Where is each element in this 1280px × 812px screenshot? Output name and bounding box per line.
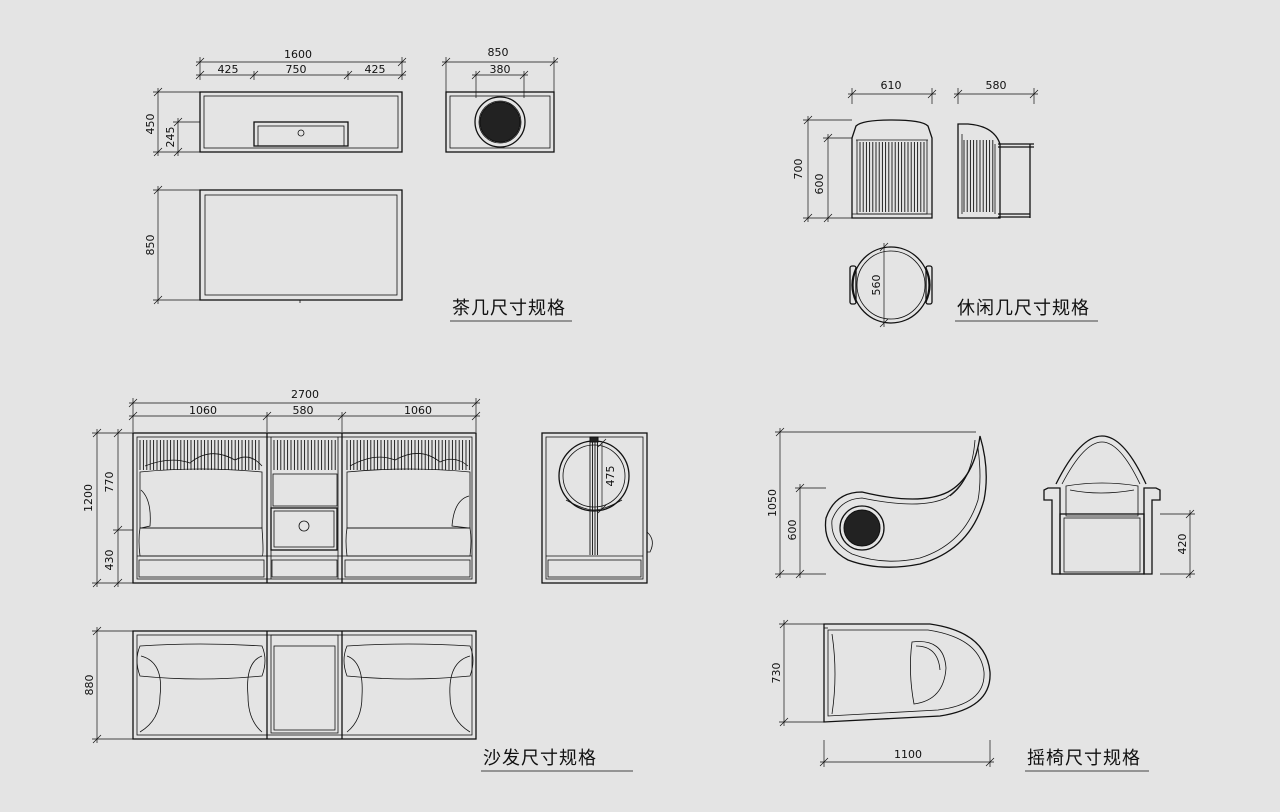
rocking-chair-plan-view <box>823 623 991 723</box>
tea-side-slats <box>479 101 521 143</box>
tea-front-total-label: 1600 <box>284 48 312 61</box>
tea-plan-depth-label: 850 <box>144 235 157 256</box>
tea-table-front-dimensions: 1600 425 750 425 450 245 <box>144 48 407 157</box>
rocking-chair-side-view <box>824 435 987 568</box>
sofa-plan-view <box>132 630 477 740</box>
side-seat-label: 600 <box>813 174 826 195</box>
sofa-group: 475 <box>82 388 653 772</box>
rock-seat-label: 600 <box>786 520 799 541</box>
rocking-chair-group: 1050 600 420 730 1100 摇椅尺寸规格 <box>766 427 1195 772</box>
tea-table-title: 茶几尺寸规格 <box>452 298 566 319</box>
tea-side-circle-label: 380 <box>490 63 511 76</box>
side-table-front-slats <box>859 142 925 212</box>
tea-table-side-view: 850 380 <box>441 46 559 153</box>
sofa-left-label: 1060 <box>189 404 217 417</box>
side-height-label: 700 <box>792 159 805 180</box>
sofa-right-label: 1060 <box>404 404 432 417</box>
sofa-side-slats <box>589 442 598 555</box>
tea-front-right-label: 425 <box>365 63 386 76</box>
side-round-label: 560 <box>870 275 883 296</box>
rock-height-label: 1050 <box>766 489 779 517</box>
rock-plan-depth-label: 730 <box>770 663 783 684</box>
sofa-lower-label: 430 <box>103 550 116 571</box>
side-table-side-slats <box>963 140 994 212</box>
tea-front-height-label: 450 <box>144 114 157 135</box>
side-front-width-label: 610 <box>881 79 902 92</box>
tea-table-plan-view: 850 <box>144 185 403 305</box>
tea-side-width-label: 850 <box>488 46 509 59</box>
sofa-height-label: 1200 <box>82 484 95 512</box>
tea-front-left-label: 425 <box>218 63 239 76</box>
rocking-chair-front-view <box>1043 435 1161 575</box>
rocking-chair-dimensions: 1050 600 420 730 1100 <box>766 427 1195 767</box>
tea-front-mid-label: 750 <box>286 63 307 76</box>
side-table-title: 休闲几尺寸规格 <box>957 298 1090 319</box>
sofa-side-view: 475 <box>541 432 653 584</box>
sofa-dimensions: 2700 1060 580 1060 1200 770 430 880 <box>82 388 481 744</box>
rock-front-seat-label: 420 <box>1176 534 1189 555</box>
side-table-front-view <box>851 119 933 219</box>
tea-table-group: 1600 425 750 425 450 245 <box>144 46 572 322</box>
side-table-group: 610 580 700 600 560 休闲几尺寸规格 <box>792 79 1098 328</box>
tea-table-front-view <box>199 91 403 153</box>
side-table-side-view <box>957 123 1034 219</box>
tea-front-drawer-label: 245 <box>164 127 177 148</box>
side-table-dimensions: 610 580 700 600 560 <box>792 79 1039 328</box>
sofa-upper-label: 770 <box>103 472 116 493</box>
side-side-width-label: 580 <box>986 79 1007 92</box>
rock-plan-length-label: 1100 <box>894 748 922 761</box>
rocking-chair-title: 摇椅尺寸规格 <box>1027 748 1141 769</box>
sofa-side-circle-label: 475 <box>604 466 617 487</box>
sofa-title: 沙发尺寸规格 <box>483 748 597 769</box>
side-table-round-view <box>849 246 933 324</box>
sofa-back-slats <box>139 440 470 470</box>
sofa-plan-depth-label: 880 <box>83 675 96 696</box>
sofa-total-label: 2700 <box>291 388 319 401</box>
sofa-mid-label: 580 <box>293 404 314 417</box>
